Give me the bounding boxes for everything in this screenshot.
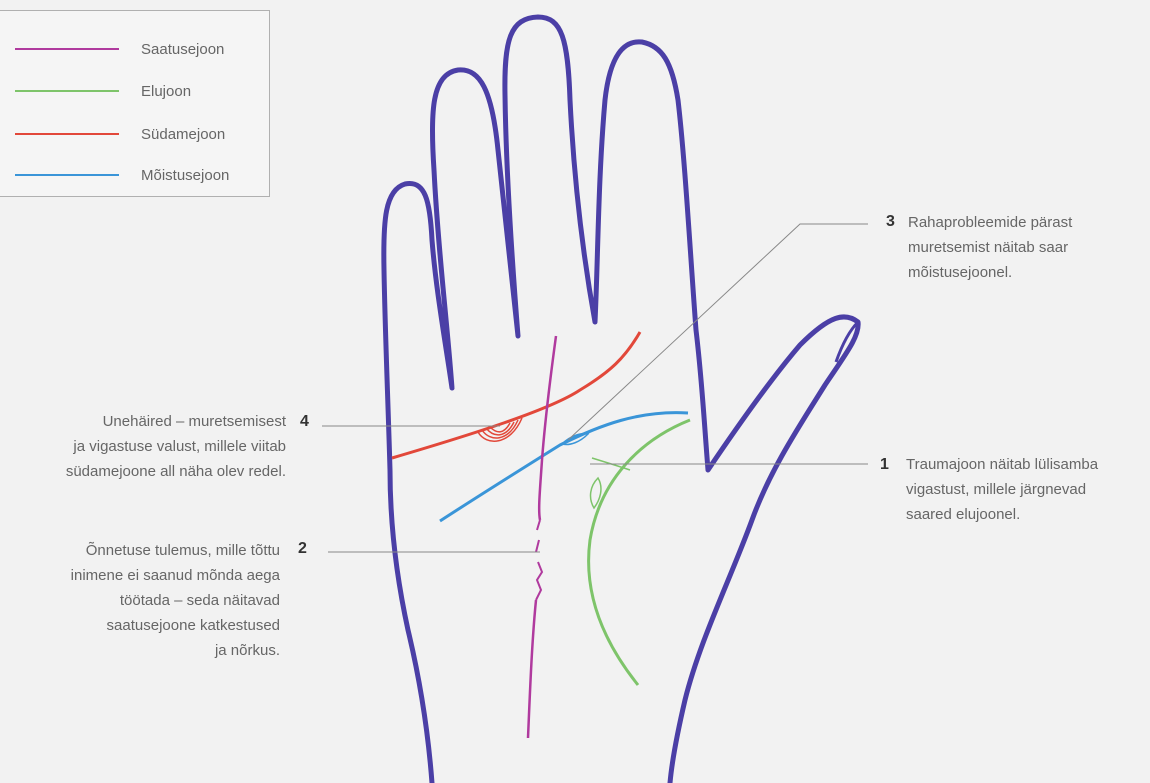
annotation-text-4: Unehäired – muretsemisest ja vigastuse v… <box>66 409 286 484</box>
callout-line-3 <box>568 224 868 440</box>
annotation-text-3: Rahaprobleemide pärast muretsemist näita… <box>908 210 1072 285</box>
fate-line <box>539 336 556 520</box>
annotation-line: mõistusejoonel. <box>908 260 1072 285</box>
annotation-line: Traumajoon näitab lülisamba <box>906 452 1098 477</box>
fate-line-broken <box>536 520 542 600</box>
annotation-number-4: 4 <box>300 413 309 431</box>
annotation-line: inimene ei saanud mõnda aega <box>71 563 280 588</box>
annotation-line: ja nõrkus. <box>71 638 280 663</box>
annotation-line: töötada – seda näitavad <box>71 588 280 613</box>
head-line <box>440 413 688 521</box>
annotation-line: Õnnetuse tulemus, mille tõttu <box>71 538 280 563</box>
annotation-number-2: 2 <box>298 540 307 558</box>
annotation-line: muretsemist näitab saar <box>908 235 1072 260</box>
annotation-line: saatusejoone katkestused <box>71 613 280 638</box>
heart-line <box>392 332 640 458</box>
fate-line-lower <box>528 600 536 738</box>
annotation-line: Rahaprobleemide pärast <box>908 210 1072 235</box>
annotation-line: Unehäired – muretsemisest <box>66 409 286 434</box>
annotation-text-2: Õnnetuse tulemus, mille tõttu inimene ei… <box>71 538 280 663</box>
hand-outline <box>384 17 858 783</box>
annotation-number-3: 3 <box>886 213 895 231</box>
annotation-line: saared elujoonel. <box>906 502 1098 527</box>
annotation-line: südamejoone all näha olev redel. <box>66 459 286 484</box>
annotation-line: vigastust, millele järgnevad <box>906 477 1098 502</box>
annotation-number-1: 1 <box>880 456 889 474</box>
life-line <box>589 420 690 685</box>
annotation-line: ja vigastuse valust, millele viitab <box>66 434 286 459</box>
annotation-text-1: Traumajoon näitab lülisamba vigastust, m… <box>906 452 1098 527</box>
